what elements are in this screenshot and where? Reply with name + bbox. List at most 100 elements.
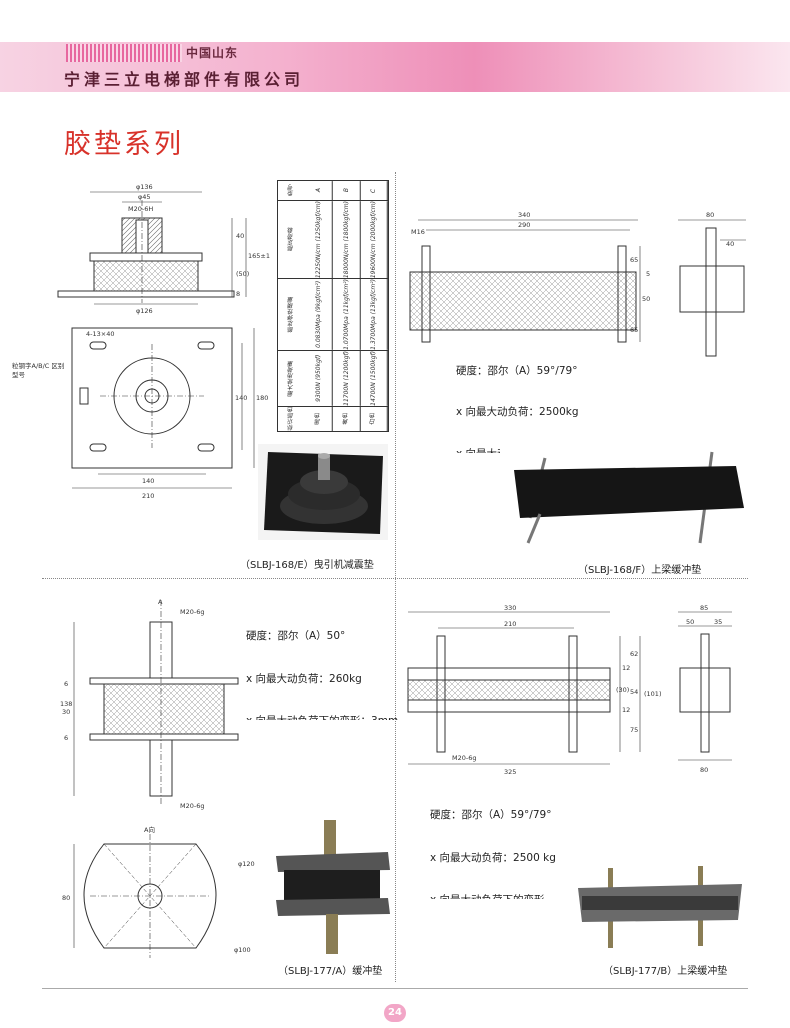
dim-label: M20-6H: [128, 205, 153, 213]
spec-table-cell: 1.3700Mpa (13kgf/cm²): [360, 279, 388, 351]
page-number: 24: [384, 1004, 406, 1022]
dim-label: 30: [62, 708, 70, 716]
dim-label: 165±1: [248, 252, 270, 260]
spec-table-cell: 11700N (1200kgf): [332, 351, 361, 406]
dim-label: 12: [622, 664, 630, 672]
company-name: 宁津三立电梯部件有限公司: [64, 70, 305, 89]
dim-label: 340: [518, 211, 530, 219]
spec-table-cell: 9300N (950kgf): [304, 351, 333, 406]
spec4-deform: x 向最大动负荷下的变形: [430, 892, 545, 899]
dim-label: 6: [64, 734, 68, 742]
dim-label: M20-6g: [452, 754, 477, 762]
spec-table-cell: 14700N (1500kgf): [360, 351, 388, 406]
photo-slbj-177a: [270, 816, 395, 956]
dim-label: 180: [256, 394, 268, 402]
dim-label: φ100: [234, 946, 251, 954]
drawing-slbj-168f: 340 290 M16 65 65 50 5: [409, 211, 650, 343]
dim-label: 40: [726, 240, 734, 248]
dim-label: 210: [504, 620, 516, 628]
header-stripes: [66, 44, 182, 62]
drawing-slbj-177a: A M20-6g 6 30 6 138 M20-6g: [60, 598, 239, 810]
spec-table-cell: C: [360, 181, 388, 201]
horizontal-divider: [42, 578, 748, 579]
dim-label: 140: [235, 394, 247, 402]
dim-label: 325: [504, 768, 516, 776]
dim-label: (101): [644, 690, 661, 698]
dim-label: 35: [714, 618, 722, 626]
dim-label: 5: [646, 270, 650, 278]
dim-label: 6: [64, 680, 68, 688]
dim-label: 12: [622, 706, 630, 714]
dim-label: M20-6g: [180, 802, 205, 810]
dim-label: 40: [236, 232, 244, 240]
spec-table-header: 额定荷载: [287, 227, 295, 252]
dim-label: M20-6g: [180, 608, 205, 616]
dim-label: 75: [630, 726, 638, 734]
dim-label: 85: [700, 604, 708, 612]
header-region: 中国山东: [186, 46, 239, 60]
spec-table-cell: 0.0830Mpa (9kgf/cm²): [304, 279, 333, 351]
spec-table-cell: 1.0700Mpa (11kgf/cm²): [332, 279, 361, 351]
caption-slbj-168e: （SLBJ-168/E）曳引机减震垫: [240, 560, 374, 571]
dim-label: 62: [630, 650, 638, 658]
page-title: 胶垫系列: [64, 129, 184, 160]
dim-label: (30): [616, 686, 629, 694]
photo-slbj-168f: [500, 448, 750, 548]
dim-label: 65: [630, 256, 638, 264]
spec-table-column: 标识颜色 黑色黄色白色: [278, 407, 388, 431]
spec3-deform: x 向最大动负荷下的变形：3mm: [246, 713, 398, 720]
spec-table-header: 型号: [287, 184, 295, 197]
drawing-slbj-168f-side: 80 40: [678, 211, 746, 357]
dim-label: (50): [236, 270, 249, 278]
drawing-slbj-177b: 330 210 12 62 (30) 54 (101) 12 75 M20-6g…: [407, 604, 661, 776]
dim-label: 80: [62, 894, 70, 902]
caption-slbj-177a: （SLBJ-177/A）缓冲垫: [278, 966, 383, 977]
dim-label: 65: [630, 326, 638, 334]
caption-slbj-177b: （SLBJ-177/B）上梁缓冲垫: [603, 966, 728, 977]
drawing-slbj-177b-side: 85 50 35 80: [678, 604, 732, 774]
dim-label: φ136: [136, 183, 153, 191]
side-label: 粒钢字A/B/C 区别型号: [12, 362, 65, 379]
dim-label: 330: [504, 604, 516, 612]
spec-table-cell: 18000N/cm (1800kgf/cm): [332, 201, 361, 279]
dim-label: M16: [411, 228, 425, 236]
dim-label: 138: [60, 700, 72, 708]
dim-label: φ120: [238, 860, 255, 868]
dim-label: 4-13×40: [86, 330, 114, 338]
spec3-hardness: 硬度：邵尔（A）50°: [246, 630, 346, 642]
dim-label: 50: [642, 295, 650, 303]
drawing-slbj-168e: φ136 φ45 M20-6H φ126 40 (50) 8 165±1 4-1…: [57, 183, 270, 500]
spec4-hardness: 硬度：邵尔（A）59°/79°: [430, 809, 552, 821]
dim-label: 210: [142, 492, 154, 500]
footer-line: [42, 988, 748, 989]
vertical-divider: [395, 172, 396, 982]
spec-table-cell: 12250N/cm (1250kgf/cm): [304, 201, 333, 279]
spec4-max-load: x 向最大动负荷：2500 kg: [430, 852, 556, 864]
caption-slbj-168f: （SLBJ-168/F）上梁缓冲垫: [578, 565, 702, 576]
spec-table-cell: B: [332, 181, 361, 201]
spec-table-cell: 黄色: [332, 407, 361, 431]
spec2-hardness: 硬度：邵尔（A）59°/79°: [456, 365, 578, 377]
dim-label: 80: [700, 766, 708, 774]
dim-label: A向: [144, 825, 155, 834]
dim-label: 290: [518, 221, 530, 229]
dim-label: 50: [686, 618, 694, 626]
spec-table-cell: 19600N/cm (2000kgf/cm): [360, 201, 388, 279]
photo-slbj-168e: [258, 444, 388, 540]
drawing-slbj-177a-plan: A向 φ120 80 φ100: [62, 825, 255, 958]
spec3-max-load: x 向最大动负荷：260kg: [246, 673, 362, 685]
spec-table-cell: A: [304, 181, 333, 201]
spec-table-cell: 黑色: [304, 407, 333, 431]
dim-label: 140: [142, 477, 154, 485]
spec2-max-load: x 向最大动负荷：2500kg: [456, 406, 579, 418]
spec-table-cell: 白色: [360, 407, 388, 431]
spec-table-column: 最大使用荷重 9300N (950kgf)11700N (1200kgf)1470…: [278, 351, 388, 407]
dim-label: A: [158, 598, 163, 606]
spec-table-header: 标识颜色: [287, 407, 295, 431]
dim-label: 80: [706, 211, 714, 219]
photo-slbj-177b: [578, 864, 743, 950]
spec-table-header: 最大使用荷重: [287, 360, 295, 397]
